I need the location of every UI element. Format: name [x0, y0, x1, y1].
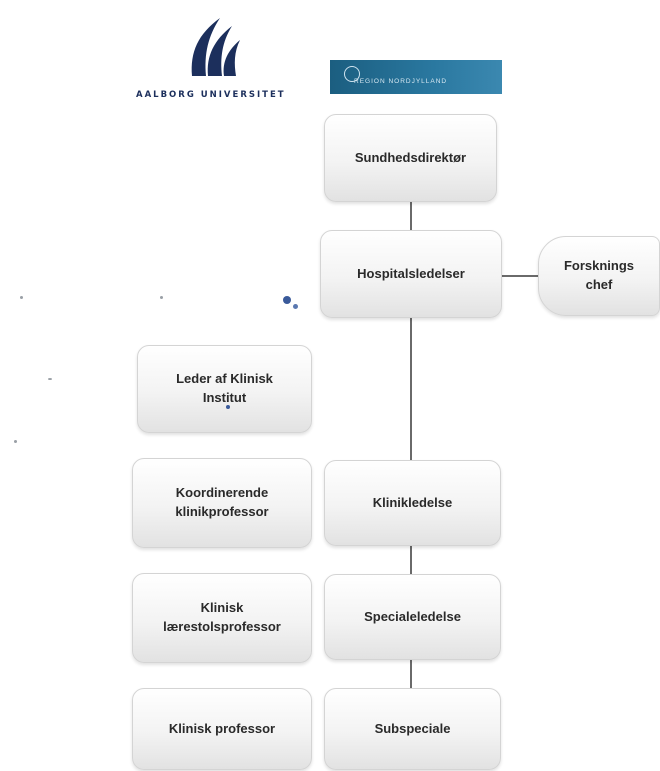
connector-speciale-subspeciale	[410, 660, 412, 688]
scan-artifact	[20, 296, 23, 299]
box-koordinerende-klinikprofessor: Koordinerende klinikprofessor	[132, 458, 312, 548]
region-nordjylland-logo: REGION NORDJYLLAND	[330, 60, 502, 94]
scan-artifact	[48, 378, 52, 380]
region-logo-text: REGION NORDJYLLAND	[354, 78, 448, 85]
connector-direktor-hospital	[410, 202, 412, 230]
box-specialeledelse: Specialeledelse	[324, 574, 501, 660]
connector-hospital-klinik	[410, 318, 412, 460]
box-klinisk-laerestolsprofessor: Klinisk lærestolsprofessor	[132, 573, 312, 663]
scan-artifact	[14, 440, 17, 443]
scan-artifact	[160, 296, 163, 299]
connector-klinik-speciale	[410, 546, 412, 574]
connector-hospital-forskning	[502, 275, 538, 277]
scan-artifact	[226, 405, 230, 409]
aalborg-university-wordmark: AALBORG UNIVERSITET	[136, 90, 286, 100]
box-leder-klinisk-institut: Leder af Klinisk Institut	[137, 345, 312, 433]
aalborg-university-logo-icon	[191, 18, 240, 76]
scan-artifact	[293, 304, 298, 309]
box-forskningschef: Forsknings chef	[538, 236, 660, 316]
scan-artifact	[283, 296, 291, 304]
box-sundhedsdirektor: Sundhedsdirektør	[324, 114, 497, 202]
box-hospitalsledelser: Hospitalsledelser	[320, 230, 502, 318]
box-klinikledelse: Klinikledelse	[324, 460, 501, 546]
box-subspeciale: Subspeciale	[324, 688, 501, 770]
region-circle-icon	[344, 66, 360, 82]
box-klinisk-professor: Klinisk professor	[132, 688, 312, 770]
